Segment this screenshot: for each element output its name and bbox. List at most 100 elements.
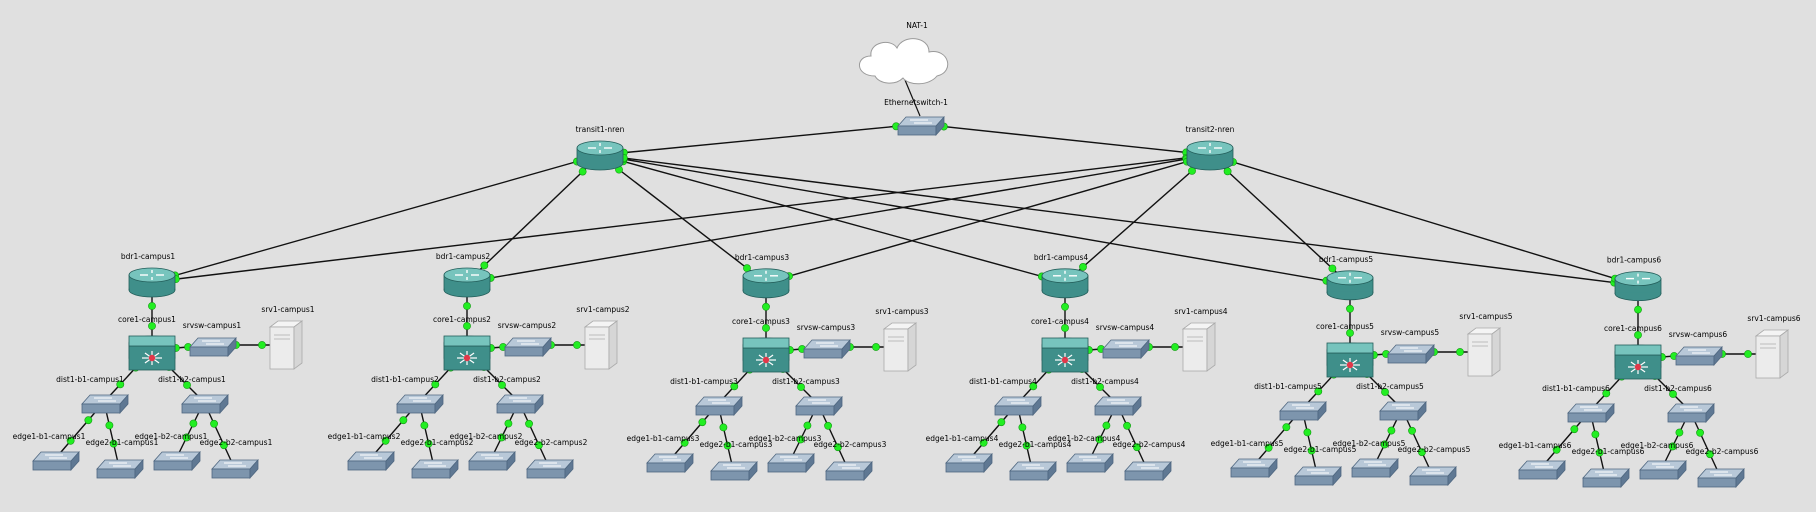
port-status-indicator	[1171, 343, 1179, 351]
core-router[interactable]	[1041, 337, 1089, 373]
edge-switch[interactable]	[468, 450, 516, 472]
edge-switch[interactable]	[1409, 465, 1457, 487]
edge-switch-label: edge2-b2-campus4	[1113, 440, 1186, 449]
link-transit2-bdr1-campus5[interactable]	[1209, 154, 1351, 286]
edge-switch[interactable]	[825, 460, 873, 482]
distribution-switch[interactable]	[1379, 400, 1427, 422]
link-nat-switch[interactable]	[904, 79, 921, 117]
border-router[interactable]	[1041, 268, 1089, 299]
edge-switch[interactable]	[1351, 457, 1399, 479]
distribution-switch[interactable]	[181, 393, 229, 415]
distribution-switch[interactable]	[496, 393, 544, 415]
server[interactable]	[268, 320, 304, 370]
border-router[interactable]	[1614, 271, 1662, 302]
server[interactable]	[1754, 329, 1790, 379]
server[interactable]	[1181, 322, 1217, 372]
distribution-switch-label: dist1-b1-campus6	[1542, 384, 1610, 393]
edge-switch[interactable]	[1697, 467, 1745, 489]
transit2-router[interactable]	[1186, 140, 1234, 171]
edge-switch-label: edge2-b1-campus6	[1572, 447, 1645, 456]
link-transit2-bdr1-campus2[interactable]	[466, 154, 1211, 283]
edge-switch[interactable]	[153, 450, 201, 472]
server-switch-label: srvsw-campus1	[183, 321, 242, 330]
link-transit2-bdr1-campus3[interactable]	[765, 154, 1211, 284]
distribution-switch[interactable]	[994, 395, 1042, 417]
edge-switch[interactable]	[411, 458, 459, 480]
core-router[interactable]	[1614, 344, 1662, 380]
port-status-indicator	[463, 302, 471, 310]
server-switch[interactable]	[1102, 338, 1150, 360]
server[interactable]	[1466, 327, 1502, 377]
nodes-layer	[32, 38, 1790, 489]
edge-switch[interactable]	[767, 452, 815, 474]
port-status-indicator	[1018, 423, 1027, 432]
links-layer	[54, 79, 1772, 477]
border-router[interactable]	[443, 267, 491, 298]
core-router[interactable]	[443, 335, 491, 371]
core-router[interactable]	[128, 335, 176, 371]
server-switch[interactable]	[1387, 343, 1435, 365]
distribution-switch[interactable]	[695, 395, 743, 417]
distribution-switch[interactable]	[1094, 395, 1142, 417]
border-router[interactable]	[128, 267, 176, 298]
transit1-router[interactable]	[576, 140, 624, 171]
edge-switch[interactable]	[1066, 452, 1114, 474]
edge-switch[interactable]	[211, 458, 259, 480]
link-transit1-bdr1-campus2[interactable]	[466, 154, 601, 283]
edge-switch[interactable]	[945, 452, 993, 474]
edge-switch-label: edge2-b2-campus6	[1686, 447, 1759, 456]
edge-switch[interactable]	[1582, 467, 1630, 489]
edge-switch[interactable]	[646, 452, 694, 474]
nat-cloud[interactable]	[859, 38, 949, 85]
transit1-label: transit1-nren	[576, 125, 625, 134]
server-switch[interactable]	[803, 338, 851, 360]
server-switch[interactable]	[189, 336, 237, 358]
port-status-indicator	[1264, 443, 1273, 452]
edge-switch-label: edge1-b2-campus1	[135, 432, 208, 441]
distribution-switch[interactable]	[1279, 400, 1327, 422]
link-transit1-bdr1-campus5[interactable]	[599, 154, 1351, 286]
link-switch-transit1[interactable]	[599, 123, 921, 156]
distribution-switch[interactable]	[795, 395, 843, 417]
port-status-indicator	[84, 416, 93, 425]
border-router[interactable]	[742, 268, 790, 299]
distribution-switch[interactable]	[396, 393, 444, 415]
distribution-switch[interactable]	[81, 393, 129, 415]
edge-switch[interactable]	[1009, 460, 1057, 482]
link-transit1-bdr1-campus6[interactable]	[599, 154, 1639, 287]
border-router[interactable]	[1326, 270, 1374, 301]
edge-switch[interactable]	[710, 460, 758, 482]
edge-switch[interactable]	[1294, 465, 1342, 487]
link-transit2-bdr1-campus4[interactable]	[1064, 154, 1211, 284]
edge-switch[interactable]	[347, 450, 395, 472]
port-status-indicator	[824, 421, 832, 430]
port-status-indicator	[1602, 389, 1611, 398]
server-switch[interactable]	[504, 336, 552, 358]
server[interactable]	[583, 320, 619, 370]
link-transit1-bdr1-campus1[interactable]	[151, 154, 601, 283]
port-status-indicator	[66, 436, 75, 445]
server[interactable]	[882, 322, 918, 372]
distribution-switch[interactable]	[1567, 402, 1615, 424]
server-switch[interactable]	[1675, 345, 1723, 367]
ethernet-switch[interactable]	[897, 115, 945, 137]
link-switch-transit2[interactable]	[919, 123, 1211, 156]
distribution-switch[interactable]	[1667, 402, 1715, 424]
edge-switch[interactable]	[1518, 459, 1566, 481]
edge-switch[interactable]	[32, 450, 80, 472]
link-transit1-bdr1-campus4[interactable]	[599, 154, 1066, 284]
border-router-label: bdr1-campus3	[735, 253, 790, 262]
edge-switch[interactable]	[1639, 459, 1687, 481]
port-status-indicator	[578, 167, 587, 176]
edge-switch[interactable]	[1230, 457, 1278, 479]
edge-switch[interactable]	[526, 458, 574, 480]
edge-switch-label: edge2-b1-campus4	[999, 440, 1072, 449]
edge-switch[interactable]	[1124, 460, 1172, 482]
border-router-label: bdr1-campus2	[436, 252, 491, 261]
link-transit2-bdr1-campus6[interactable]	[1209, 154, 1639, 287]
core-router[interactable]	[1326, 342, 1374, 378]
core-router[interactable]	[742, 337, 790, 373]
link-transit2-bdr1-campus1[interactable]	[151, 154, 1211, 283]
link-transit1-bdr1-campus3[interactable]	[599, 154, 767, 284]
edge-switch[interactable]	[96, 458, 144, 480]
